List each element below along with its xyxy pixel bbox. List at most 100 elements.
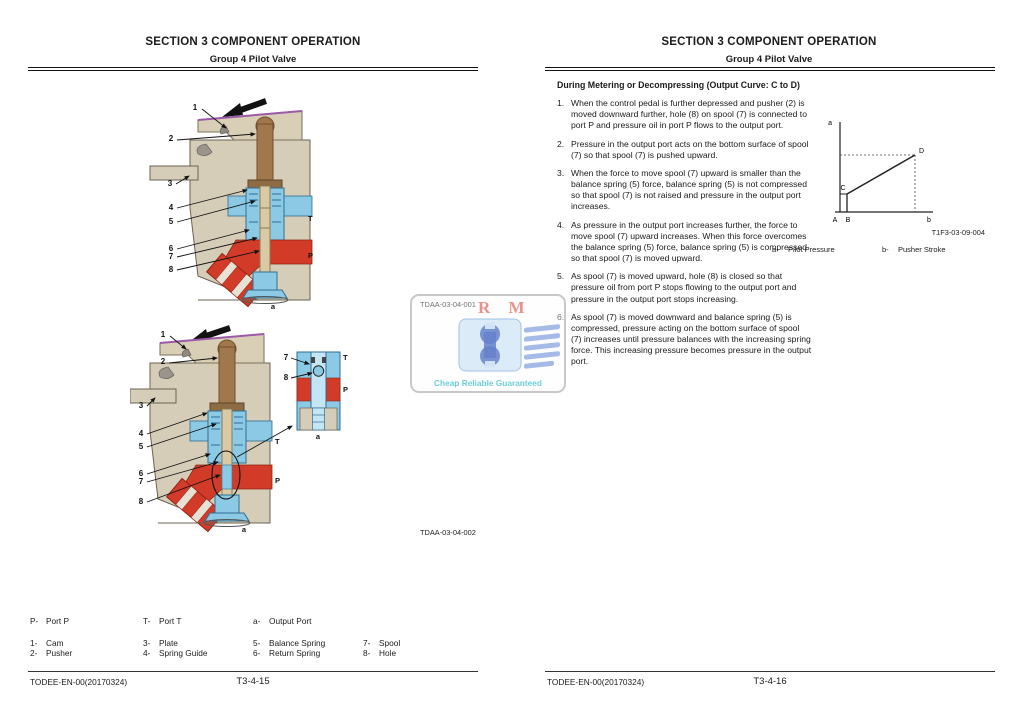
legend-entry: 5- Balance Spring — [253, 638, 325, 648]
port-t-channel — [245, 420, 273, 442]
right-page-title: SECTION 3 COMPONENT OPERATION — [661, 36, 877, 48]
legend-entry: 2-Pusher — [30, 648, 72, 658]
legend-value: Cam — [46, 638, 64, 648]
wrench-icon — [458, 318, 522, 372]
legend-key: a- — [772, 245, 779, 254]
fig2-callout-2: 2 — [161, 357, 166, 366]
item-number: 3. — [557, 167, 565, 178]
fig2-callout-8: 8 — [139, 497, 144, 506]
watermark-monogram: R M — [478, 298, 532, 317]
right-text-column: During Metering or Decompressing (Output… — [557, 80, 812, 375]
graph-caption: T1F3-03-09-004 — [931, 228, 985, 237]
legend-key: 5- — [253, 638, 261, 648]
figure1-pilot-valve-section: 1 2 3 4 5 6 7 8 T P a — [149, 98, 313, 311]
fig2-callout-4: 4 — [139, 429, 144, 438]
fig2-inset-callout-7: 7 — [284, 353, 289, 362]
item-text: Pressure in the output port acts on the … — [571, 138, 809, 160]
legend-key: 1- — [30, 638, 38, 648]
fig2-callout-3: 3 — [139, 401, 144, 410]
legend-value: Balance Spring — [269, 638, 326, 648]
output-fitting — [252, 271, 278, 291]
point-label-C: C — [840, 185, 845, 192]
port-t-channel — [283, 195, 313, 217]
right-page-number: T3-4-16 — [753, 676, 787, 687]
item-text: As spool (7) is moved downward and balan… — [571, 311, 812, 367]
left-footer-rule — [28, 671, 478, 672]
graph-legend-b: b- Pusher Stroke — [882, 245, 946, 254]
fig2-inset-port-p-label: P — [343, 385, 348, 394]
pusher — [218, 346, 236, 406]
legend-entry: P- Port P — [30, 616, 69, 626]
output-curve-graph: a b A B C D — [828, 120, 933, 224]
left-page-number: T3-4-15 — [236, 676, 270, 687]
legend-entry: 8-Hole — [363, 648, 396, 658]
list-item: 4.As pressure in the output port increas… — [557, 220, 812, 265]
fig1-callout-6: 6 — [169, 244, 174, 253]
list-item: 3. When the force to move spool (7) upwar… — [557, 168, 812, 213]
legend-key: P- — [30, 616, 39, 626]
fig1-callout-2: 2 — [169, 134, 174, 143]
legend-key: 3- — [143, 638, 151, 648]
legend-value: Port P — [46, 616, 70, 626]
output-fitting — [214, 494, 240, 514]
fig2-callout-1: 1 — [161, 330, 166, 339]
right-footer-rule — [545, 671, 995, 672]
fig1-callout-3: 3 — [168, 179, 173, 188]
item-number: 1. — [557, 97, 565, 108]
legend-row-ports: P- Port P T- Port T a-Output Port — [30, 616, 480, 628]
cam-motion-arrow — [222, 98, 268, 117]
fig2-inset-port-t-label: T — [343, 353, 348, 362]
latch-lever — [196, 143, 213, 156]
legend-entry: a-Output Port — [253, 616, 311, 626]
item-text: When the force to move spool (7) upward … — [571, 167, 807, 212]
lever-bar — [149, 165, 199, 181]
curve-segment-C-D — [846, 154, 916, 195]
legend-key: T- — [143, 616, 151, 626]
point-label-B: B — [846, 217, 851, 224]
legend-value: Return Spring — [269, 648, 321, 658]
port-t-left-channel — [189, 420, 209, 442]
fig2-port-p-label: P — [275, 476, 280, 485]
list-item: 6. As spool (7) is moved downward and bal… — [557, 312, 812, 368]
legend-entry: T- Port T — [143, 616, 181, 626]
right-doc-code: TODEE-EN-00(20170324) — [547, 677, 645, 687]
left-doc-code: TODEE-EN-00(20170324) — [30, 677, 128, 687]
graph-legend-a: a- Pilot Pressure — [772, 245, 835, 254]
axis-label-a: a — [828, 120, 832, 127]
item-number: 6. — [557, 311, 565, 322]
item-number: 5. — [557, 271, 565, 282]
document-lines-icon — [524, 324, 560, 369]
latch-lever — [158, 366, 175, 379]
item-text: As pressure in the output port increases… — [571, 219, 807, 264]
legend-key: 7- — [363, 638, 371, 648]
legend-value: Spring Guide — [159, 648, 208, 658]
watermark-caption: Cheap Reliable Guaranteed — [434, 378, 542, 388]
list-item: 5.As spool (7) is moved upward, hole (8)… — [557, 271, 812, 305]
fig1-callout-4: 4 — [169, 203, 174, 212]
fig2-port-t-label: T — [275, 437, 280, 446]
fig2-callout-7: 7 — [139, 477, 144, 486]
legend-value: Spool — [379, 638, 401, 648]
fig2-callout-6: 6 — [139, 469, 144, 478]
list-item: 2.Pressure in the output port acts on th… — [557, 139, 812, 161]
legend-entry: 6-Return Spring — [253, 648, 320, 658]
left-header-rule — [28, 67, 478, 71]
legend-value: Plate — [159, 638, 178, 648]
spool — [259, 185, 271, 275]
legend-entry: 1- Cam — [30, 638, 64, 648]
legend-value: Output Port — [269, 616, 312, 626]
legend-entry: 3- Plate — [143, 638, 178, 648]
detail-highlight-ellipse — [211, 450, 241, 500]
pusher — [256, 123, 274, 183]
fig1-output-a-label: a — [271, 302, 276, 311]
fig1-callout-8: 8 — [169, 265, 174, 274]
figure2-caption: TDAA-03-04-002 — [420, 528, 476, 537]
point-label-D: D — [919, 148, 924, 155]
fig1-callout-7: 7 — [169, 252, 174, 261]
right-page-subtitle: Group 4 Pilot Valve — [725, 54, 813, 65]
legend-row-parts-odd: 1- Cam 3- Plate 5- Balance Spring 7- Spool — [30, 638, 480, 650]
figure2-pilot-valve-section: 7 8 T P a 1 2 3 4 5 6 7 8 — [130, 325, 348, 534]
section-heading: During Metering or Decompressing (Output… — [557, 80, 800, 90]
legend-value: Port T — [159, 616, 182, 626]
figure1-caption: TDAA-03-04-001 — [420, 300, 476, 309]
